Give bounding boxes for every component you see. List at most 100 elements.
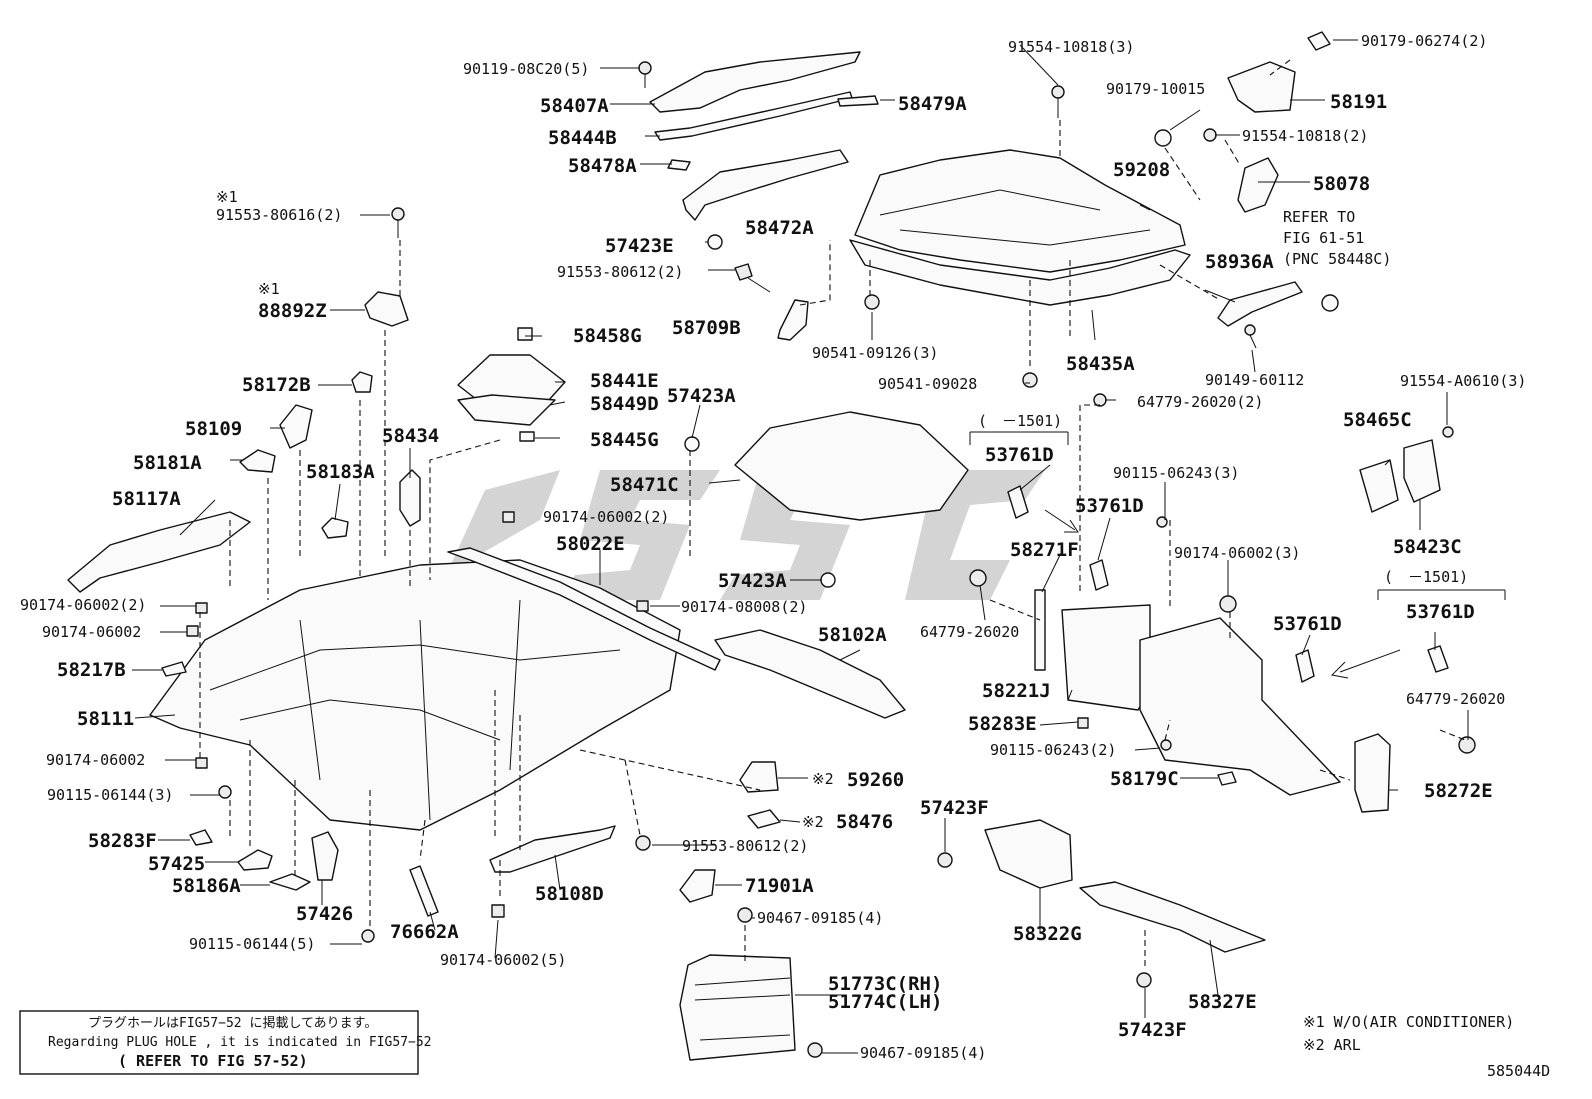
callout-58191: 58191 bbox=[1330, 91, 1387, 113]
arrow-left bbox=[1044, 509, 1079, 533]
callout-58478a: 58478A bbox=[568, 155, 637, 177]
legend-item-1: ※1 W/O(AIR CONDITIONER) bbox=[1303, 1013, 1514, 1031]
callout-mark1-a: ※1 bbox=[216, 188, 238, 206]
callout-58271f: 58271F bbox=[1010, 539, 1079, 561]
callout-58322g: 58322G bbox=[1013, 923, 1082, 945]
callout-90174-06002-a: 90174-06002 bbox=[42, 623, 141, 641]
callout-51774c: 51774C(LH) bbox=[828, 991, 942, 1013]
nut-58448c bbox=[1321, 294, 1339, 312]
panel-58327e bbox=[1079, 881, 1266, 953]
callout-53761d-c: 53761D bbox=[1273, 613, 1342, 635]
callout-58471c: 58471C bbox=[610, 474, 679, 496]
callout-58327e: 58327E bbox=[1188, 991, 1257, 1013]
guide-lines bbox=[199, 59, 1466, 970]
callout-90174-06002-2a: 90174-06002(2) bbox=[543, 508, 669, 526]
callout-58449d: 58449D bbox=[590, 393, 659, 415]
callout-57423e: 57423E bbox=[605, 235, 674, 257]
bracket-58434 bbox=[399, 469, 421, 527]
bracket-58181a bbox=[239, 449, 276, 473]
callout-58936a: 58936A bbox=[1205, 251, 1274, 273]
clip-58217b bbox=[161, 661, 187, 677]
callout-51773c: 51773C(RH) bbox=[828, 973, 942, 995]
bracket-57425 bbox=[237, 849, 273, 871]
callout-90115-06144-3: 90115-06144(3) bbox=[47, 786, 173, 804]
callout-90467-09185-b: 90467-09185(4) bbox=[860, 1044, 986, 1062]
pad-58179c bbox=[1217, 771, 1237, 786]
pan-58435a bbox=[849, 239, 1191, 306]
callout-58458g: 58458G bbox=[573, 325, 642, 347]
plate-58476 bbox=[747, 809, 781, 829]
callout-58217b: 58217B bbox=[57, 659, 126, 681]
callout-mark2-b: ※2 bbox=[802, 813, 824, 831]
member-58108d bbox=[489, 825, 616, 873]
callout-58709b: 58709B bbox=[672, 317, 741, 339]
member-58117a bbox=[67, 511, 251, 593]
callout-59208: 59208 bbox=[1113, 159, 1170, 181]
rail-58472a bbox=[682, 149, 849, 221]
callout-88892z: 88892Z bbox=[258, 300, 327, 322]
clip-58445g bbox=[519, 431, 535, 442]
callout-91553-80616: 91553-80616(2) bbox=[216, 206, 342, 224]
callout-58108d: 58108D bbox=[535, 883, 604, 905]
shim-58478a bbox=[667, 159, 691, 171]
bracket-58709b bbox=[777, 299, 809, 341]
callout-58465c: 58465C bbox=[1343, 409, 1412, 431]
callout-58423c: 58423C bbox=[1393, 536, 1462, 558]
callout-91554-a0610: 91554-A0610(3) bbox=[1400, 372, 1526, 390]
clip-53761d-d bbox=[1427, 645, 1449, 673]
callout-90119-08c20: 90119-08C20(5) bbox=[463, 60, 589, 78]
callout-90174-06002-b: 90174-06002 bbox=[46, 751, 145, 769]
callout-90467-09185-a: 90467-09185(4) bbox=[757, 909, 883, 927]
callout-58102a: 58102A bbox=[818, 624, 887, 646]
callout-57425: 57425 bbox=[148, 853, 205, 875]
clip-76662a bbox=[409, 865, 439, 917]
plug-58458g bbox=[517, 327, 533, 341]
bracket-58271f bbox=[1034, 589, 1046, 671]
bolt-icon bbox=[734, 263, 771, 293]
callout-57423a-lower: 57423A bbox=[718, 570, 787, 592]
plate-58423c bbox=[1403, 439, 1441, 503]
bracket-58109 bbox=[279, 404, 313, 449]
callout-mark1-b: ※1 bbox=[258, 280, 280, 298]
callout-91553-80612-b: 91553-80612(2) bbox=[682, 837, 808, 855]
member-58022e bbox=[447, 547, 721, 671]
arrow-right bbox=[1330, 649, 1401, 679]
clip-53761d-b bbox=[1089, 559, 1109, 591]
callout-58435a: 58435A bbox=[1066, 353, 1135, 375]
panel-58221j bbox=[1061, 604, 1151, 711]
strap-58936a bbox=[1217, 281, 1303, 327]
cover-58471c bbox=[734, 411, 969, 521]
callout-58283e: 58283E bbox=[968, 713, 1037, 735]
callout-71901a: 71901A bbox=[745, 875, 814, 897]
callout-58181a: 58181A bbox=[133, 452, 202, 474]
callout-58445g: 58445G bbox=[590, 429, 659, 451]
legend-item-2: ※2 ARL bbox=[1303, 1036, 1361, 1054]
callout-90179-10015: 90179-10015 bbox=[1106, 80, 1205, 98]
callout-57423f-a: 57423F bbox=[920, 797, 989, 819]
callout-range-left: ( －1501) bbox=[978, 412, 1062, 430]
callout-58407a: 58407A bbox=[540, 95, 609, 117]
callout-91554-10818-3: 91554-10818(3) bbox=[1008, 38, 1134, 56]
callout-58186a: 58186A bbox=[172, 875, 241, 897]
gasket-58465c bbox=[1359, 459, 1399, 513]
bracket-88892z bbox=[364, 291, 409, 327]
callout-58183a: 58183A bbox=[306, 461, 375, 483]
plug-57423a-upper bbox=[684, 436, 700, 452]
reinforcement-58272e bbox=[1354, 733, 1391, 813]
callout-58472a: 58472A bbox=[745, 217, 814, 239]
callout-58022e: 58022E bbox=[556, 533, 625, 555]
note-line-1: プラグホールはFIG57−52 に掲載してあります。 bbox=[88, 1015, 377, 1031]
cover-58191 bbox=[1227, 61, 1296, 113]
rail-58407a bbox=[649, 51, 861, 113]
clip-53761d-c bbox=[1295, 649, 1315, 683]
callout-57423f-b: 57423F bbox=[1118, 1019, 1187, 1041]
callout-58479a: 58479A bbox=[898, 93, 967, 115]
refer-line3: (PNC 58448C) bbox=[1283, 250, 1391, 268]
cover-51773c bbox=[679, 954, 796, 1061]
callout-64779-26020-a: 64779-26020 bbox=[920, 623, 1019, 641]
refer-line2: FIG 61-51 bbox=[1283, 229, 1364, 247]
callout-58109: 58109 bbox=[185, 418, 242, 440]
nut-90179-10015 bbox=[1154, 129, 1172, 147]
callout-90174-06002-2b: 90174-06002(2) bbox=[20, 596, 146, 614]
